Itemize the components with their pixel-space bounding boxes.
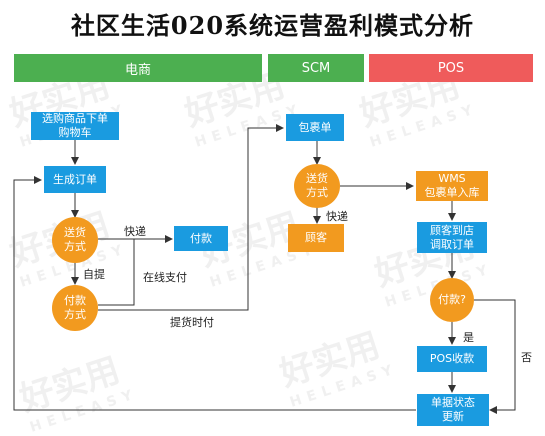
- lane-scm: SCM: [268, 54, 364, 82]
- node-create-order: 生成订单: [44, 166, 106, 193]
- node-update-status-label: 单据状态 更新: [431, 396, 475, 423]
- node-payment-method: 付款 方式: [52, 285, 98, 331]
- node-package: 包裹单: [286, 114, 344, 141]
- node-delivery-method-label: 送货 方式: [64, 226, 86, 253]
- node-update-status: 单据状态 更新: [417, 394, 489, 426]
- node-package-label: 包裹单: [298, 120, 332, 134]
- edge-update-loop: [13, 176, 416, 411]
- lane-pos-label: POS: [437, 60, 465, 76]
- node-wms-label: WMS 包裹单入库: [424, 172, 480, 199]
- edge-label-no: 否: [521, 351, 532, 364]
- node-customer-store: 顾客到店 调取订单: [417, 222, 487, 253]
- edge-label-express: 快递: [124, 225, 146, 238]
- node-delivery-method: 送货 方式: [52, 217, 98, 263]
- node-wms: WMS 包裹单入库: [416, 171, 488, 201]
- node-scm-delivery-method-label: 送货 方式: [306, 172, 328, 199]
- node-payment-label: 付款: [190, 231, 212, 245]
- edge-label-online-pay: 在线支付: [143, 271, 187, 284]
- edge-label-pay-on-pickup: 提货时付: [170, 316, 214, 329]
- node-pos-checkout: POS收款: [417, 346, 487, 372]
- lane-pos: POS: [369, 54, 533, 82]
- node-create-order-label: 生成订单: [53, 172, 97, 186]
- lane-scm-label: SCM: [301, 60, 331, 76]
- node-customer-label: 顾客: [305, 231, 327, 244]
- edge-label-scm-express: 快递: [326, 210, 348, 223]
- node-scm-delivery-method: 送货 方式: [294, 164, 340, 208]
- node-customer: 顾客: [288, 224, 344, 252]
- edge-paid-no: [474, 299, 516, 414]
- lane-ecommerce-label: 电商: [124, 62, 151, 78]
- node-payment: 付款: [174, 226, 228, 251]
- node-paid-question-label: 付款?: [438, 293, 466, 306]
- node-payment-method-label: 付款 方式: [64, 294, 86, 321]
- node-pos-checkout-label: POS收款: [429, 352, 475, 365]
- page-title: 社区生活020系统运营盈利模式分析: [70, 11, 475, 40]
- edge-to-package: [98, 124, 284, 311]
- node-customer-store-label: 顾客到店 调取订单: [430, 223, 474, 251]
- node-paid-question: 付款?: [430, 278, 474, 322]
- edge-paymethod-online-pay: [98, 239, 135, 306]
- edge-label-self-pickup: 自提: [83, 268, 105, 281]
- node-select-goods: 选购商品下单 购物车: [31, 112, 119, 140]
- node-select-goods-label: 选购商品下单 购物车: [42, 112, 108, 139]
- edge-label-yes: 是: [463, 331, 474, 344]
- lane-ecommerce: 电商: [14, 54, 262, 82]
